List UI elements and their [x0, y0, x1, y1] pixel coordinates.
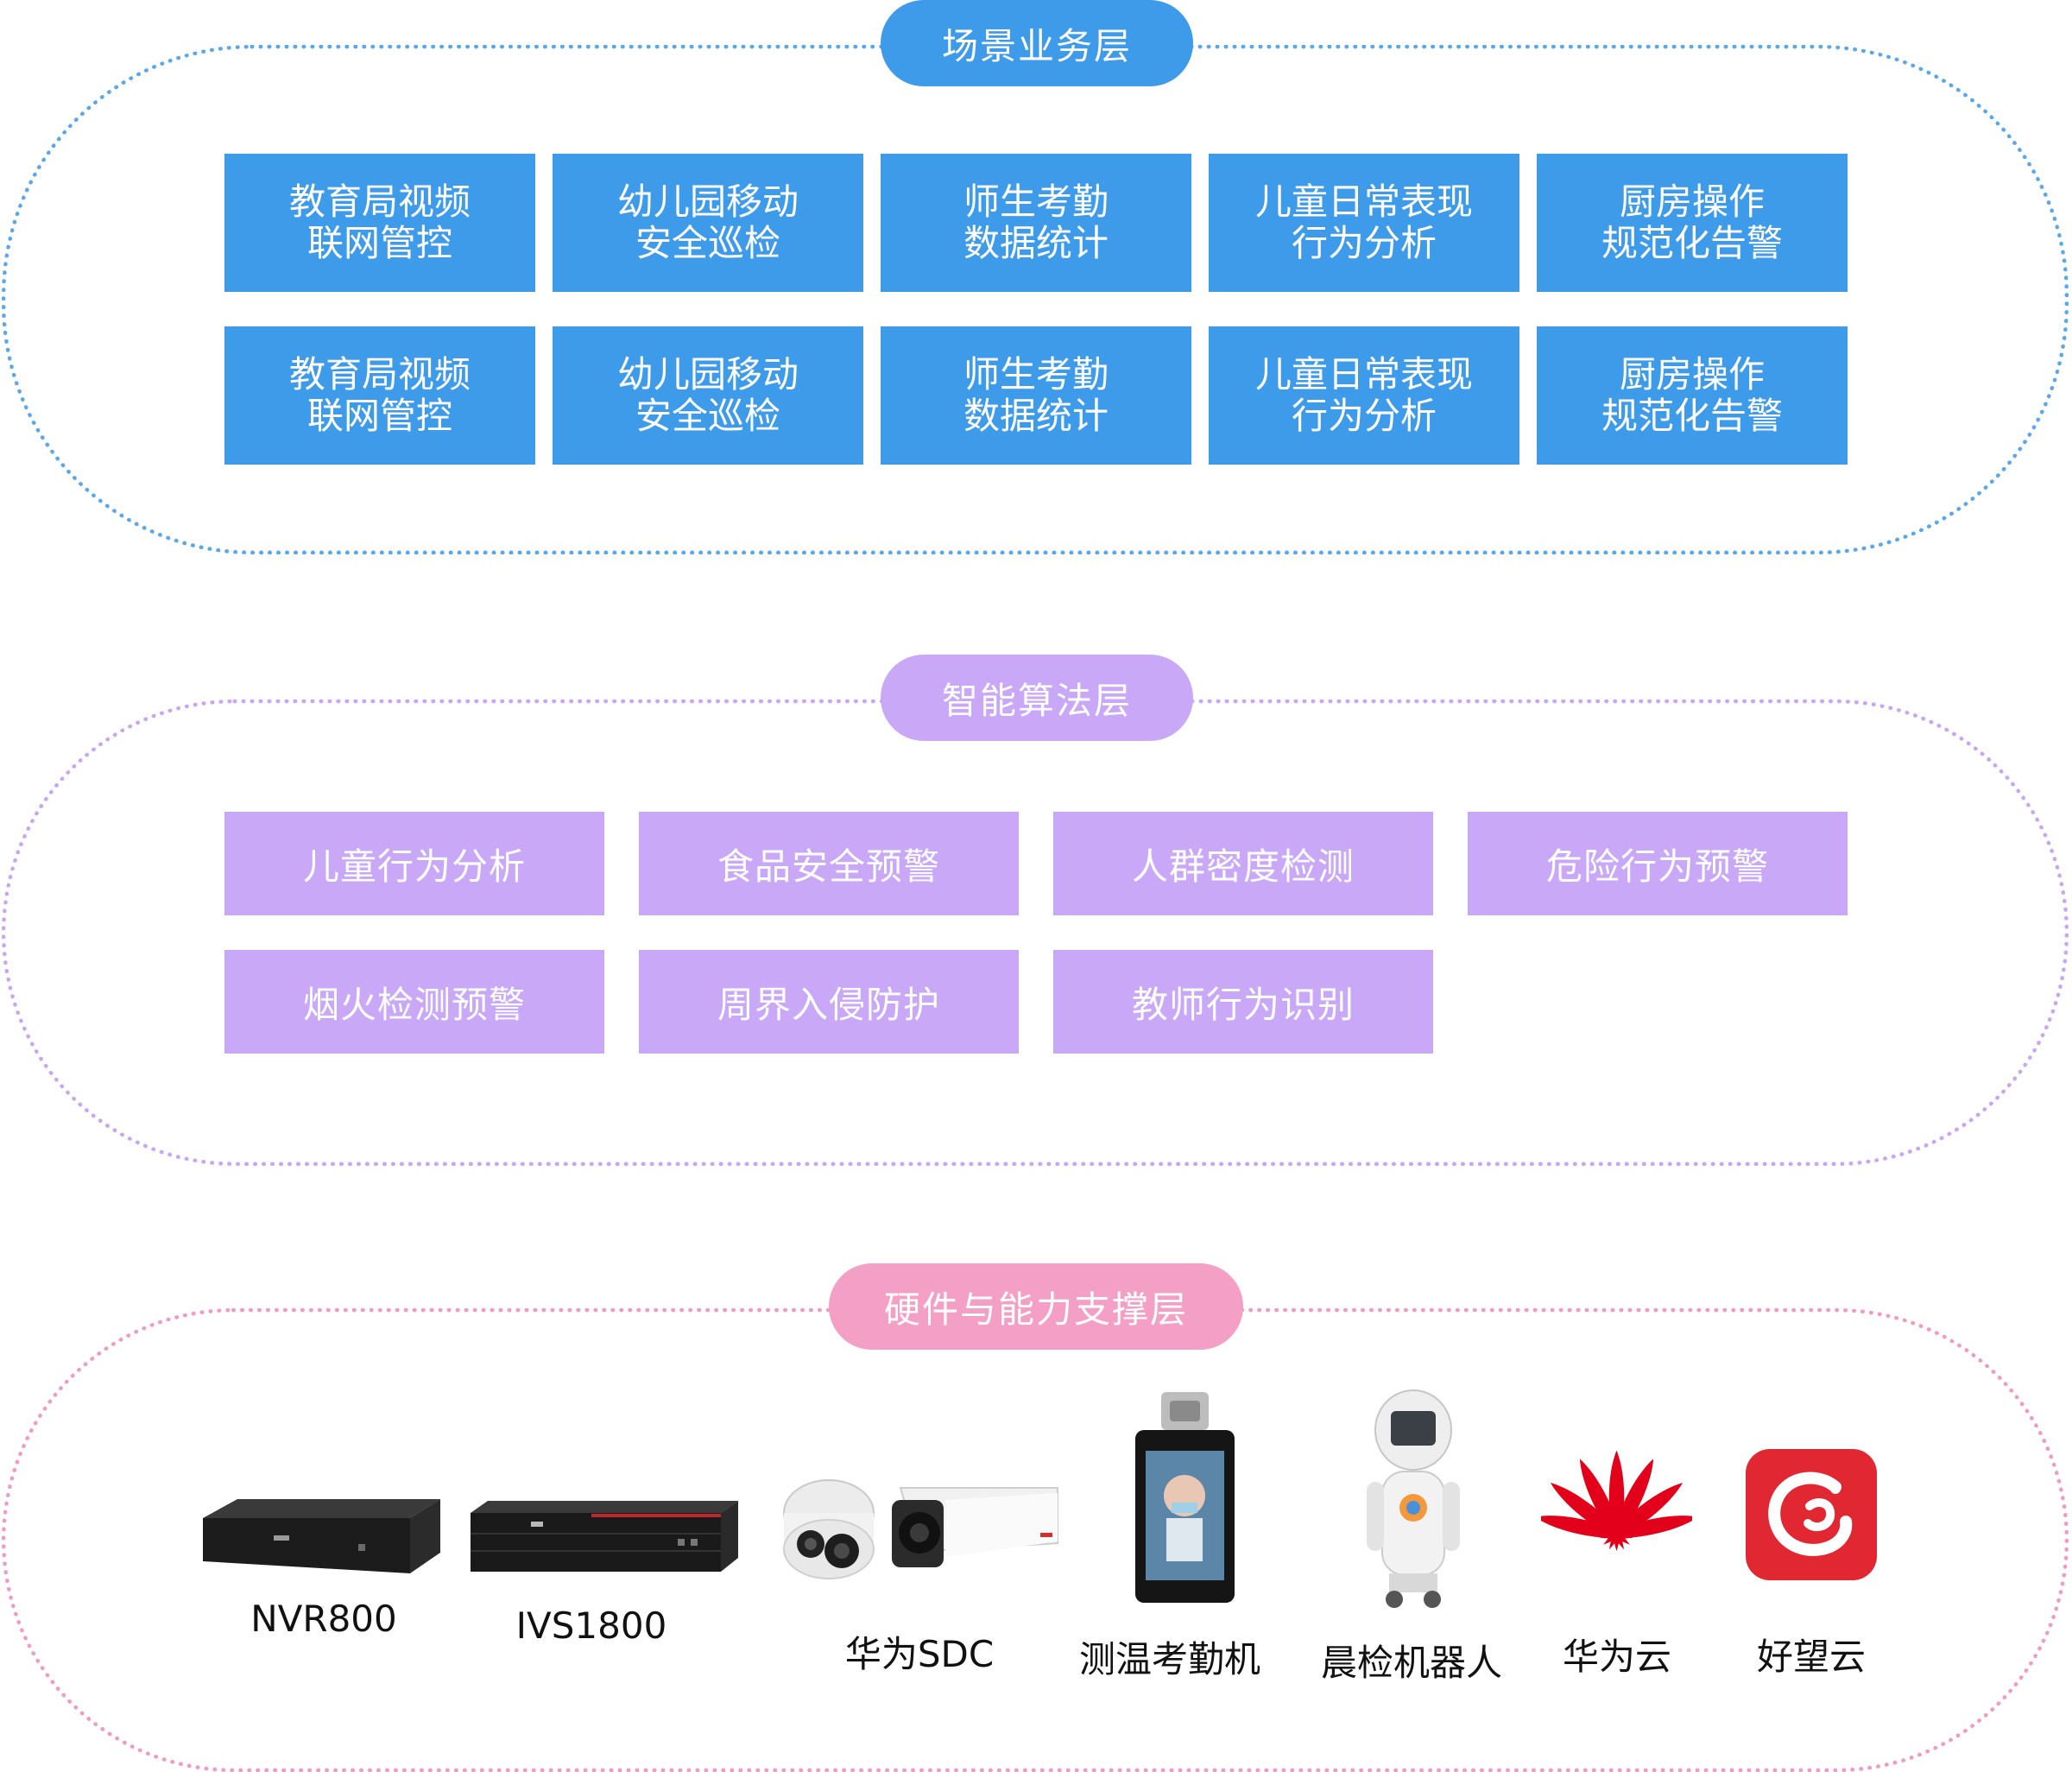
haowang-logo-icon — [1746, 1449, 1877, 1580]
bullet-camera-icon — [892, 1487, 1058, 1567]
nvr-device-icon — [203, 1499, 440, 1573]
business-layer-title: 场景业务层 — [881, 0, 1193, 86]
hardware-label-nvr800: NVR800 — [250, 1598, 397, 1640]
business-item: 教育局视频 联网管控 — [224, 154, 535, 292]
algorithm-item: 周界入侵防护 — [639, 950, 1019, 1054]
algorithm-item: 烟火检测预警 — [224, 950, 604, 1054]
hardware-label-ivs1800: IVS1800 — [515, 1604, 667, 1647]
ivs-server-icon — [471, 1501, 738, 1572]
business-item: 教育局视频 联网管控 — [224, 326, 535, 465]
dome-camera-icon — [783, 1479, 875, 1579]
business-item: 儿童日常表现 行为分析 — [1209, 154, 1519, 292]
algorithm-item: 教师行为识别 — [1053, 950, 1433, 1054]
hardware-layer-title: 硬件与能力支撑层 — [829, 1263, 1243, 1350]
business-item: 师生考勤 数据统计 — [881, 326, 1191, 465]
huawei-logo-icon — [1541, 1450, 1692, 1552]
hardware-label-haowang-cloud: 好望云 — [1756, 1636, 1866, 1678]
hardware-label-temperature-terminal: 测温考勤机 — [1078, 1638, 1260, 1680]
algorithm-item: 危险行为预警 — [1468, 812, 1848, 915]
algorithm-layer-title: 智能算法层 — [881, 655, 1193, 741]
robot-icon — [1367, 1389, 1460, 1608]
hardware-label-robot: 晨检机器人 — [1320, 1642, 1502, 1684]
algorithm-item: 人群密度检测 — [1053, 812, 1433, 915]
business-item: 幼儿园移动 安全巡检 — [553, 154, 863, 292]
hardware-label-huawei-sdc: 华为SDC — [844, 1633, 995, 1675]
business-item: 厨房操作 规范化告警 — [1537, 326, 1848, 465]
hardware-label-huawei-cloud: 华为云 — [1562, 1636, 1671, 1678]
algorithm-layer-grid: 儿童行为分析 食品安全预警 人群密度检测 危险行为预警 烟火检测预警 周界入侵防… — [224, 812, 1848, 1054]
business-item: 儿童日常表现 行为分析 — [1209, 326, 1519, 465]
algorithm-item: 食品安全预警 — [639, 812, 1019, 915]
business-layer-grid: 教育局视频 联网管控 幼儿园移动 安全巡检 师生考勤 数据统计 儿童日常表现 行… — [224, 154, 1848, 465]
algorithm-item: 儿童行为分析 — [224, 812, 604, 915]
business-item: 师生考勤 数据统计 — [881, 154, 1191, 292]
business-item: 厨房操作 规范化告警 — [1537, 154, 1848, 292]
temperature-terminal-icon — [1135, 1392, 1235, 1603]
business-item: 幼儿园移动 安全巡检 — [553, 326, 863, 465]
